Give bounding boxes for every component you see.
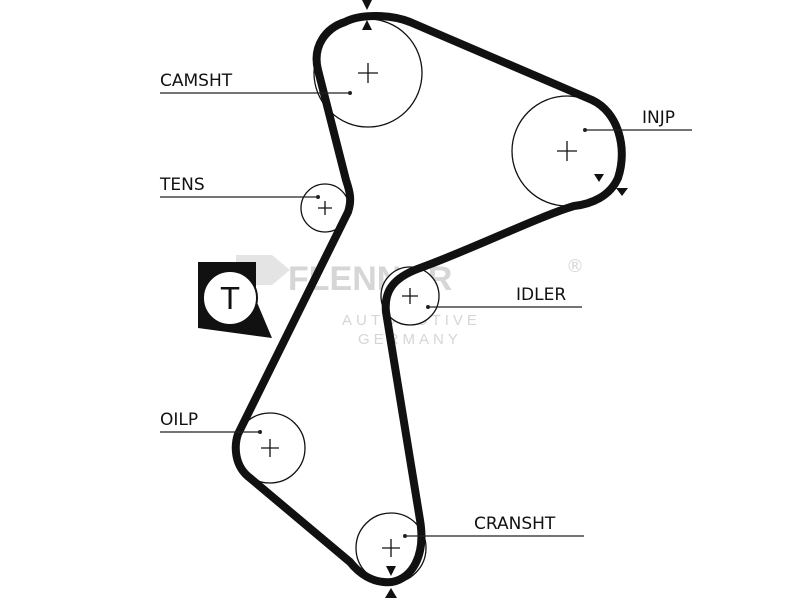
crankshaft-leader-dot	[403, 534, 407, 538]
logo-circle	[202, 270, 258, 326]
timing-marks	[362, 0, 628, 598]
crankshaft-timing-mark-outer	[385, 588, 397, 598]
tensioner-leader-dot	[316, 195, 320, 199]
idler-label: IDLER	[516, 285, 566, 305]
injection-pump-label: INJP	[642, 108, 675, 128]
belt-type-logo: T	[198, 262, 272, 338]
tensioner-center-cross	[318, 201, 332, 215]
component-labels: CAMSHT INJP TENS IDLER OILP CRANSHT	[159, 71, 675, 534]
camshaft-timing-mark-top	[362, 0, 372, 10]
oil-pump-label: OILP	[160, 410, 198, 430]
camshaft-leader-dot	[348, 91, 352, 95]
injection-pump-center-cross	[557, 141, 577, 161]
watermark-registered-mark: ®	[566, 256, 584, 277]
oil-pump-center-cross	[261, 439, 279, 457]
oil-pump-leader-dot	[258, 430, 262, 434]
idler-leader-dot	[426, 305, 430, 309]
camshaft-label: CAMSHT	[160, 71, 233, 91]
watermark-line2: GERMANY	[358, 331, 462, 348]
pulley-center-marks	[261, 63, 577, 557]
crankshaft-center-cross	[382, 539, 400, 557]
leader-dots	[258, 91, 587, 538]
tensioner-label: TENS	[159, 175, 205, 195]
injection-pump-timing-mark-outer	[616, 188, 628, 196]
logo-letter: T	[220, 282, 240, 317]
injection-pump-leader-dot	[583, 128, 587, 132]
timing-belt	[231, 12, 626, 587]
camshaft-center-cross	[358, 63, 378, 83]
leader-lines	[160, 92, 692, 537]
idler-center-cross	[402, 288, 418, 304]
crankshaft-label: CRANSHT	[474, 514, 556, 534]
camshaft-timing-mark-bottom	[362, 20, 372, 30]
crankshaft-timing-mark-inner	[386, 566, 396, 576]
injection-pump-timing-mark-inner	[594, 174, 604, 182]
